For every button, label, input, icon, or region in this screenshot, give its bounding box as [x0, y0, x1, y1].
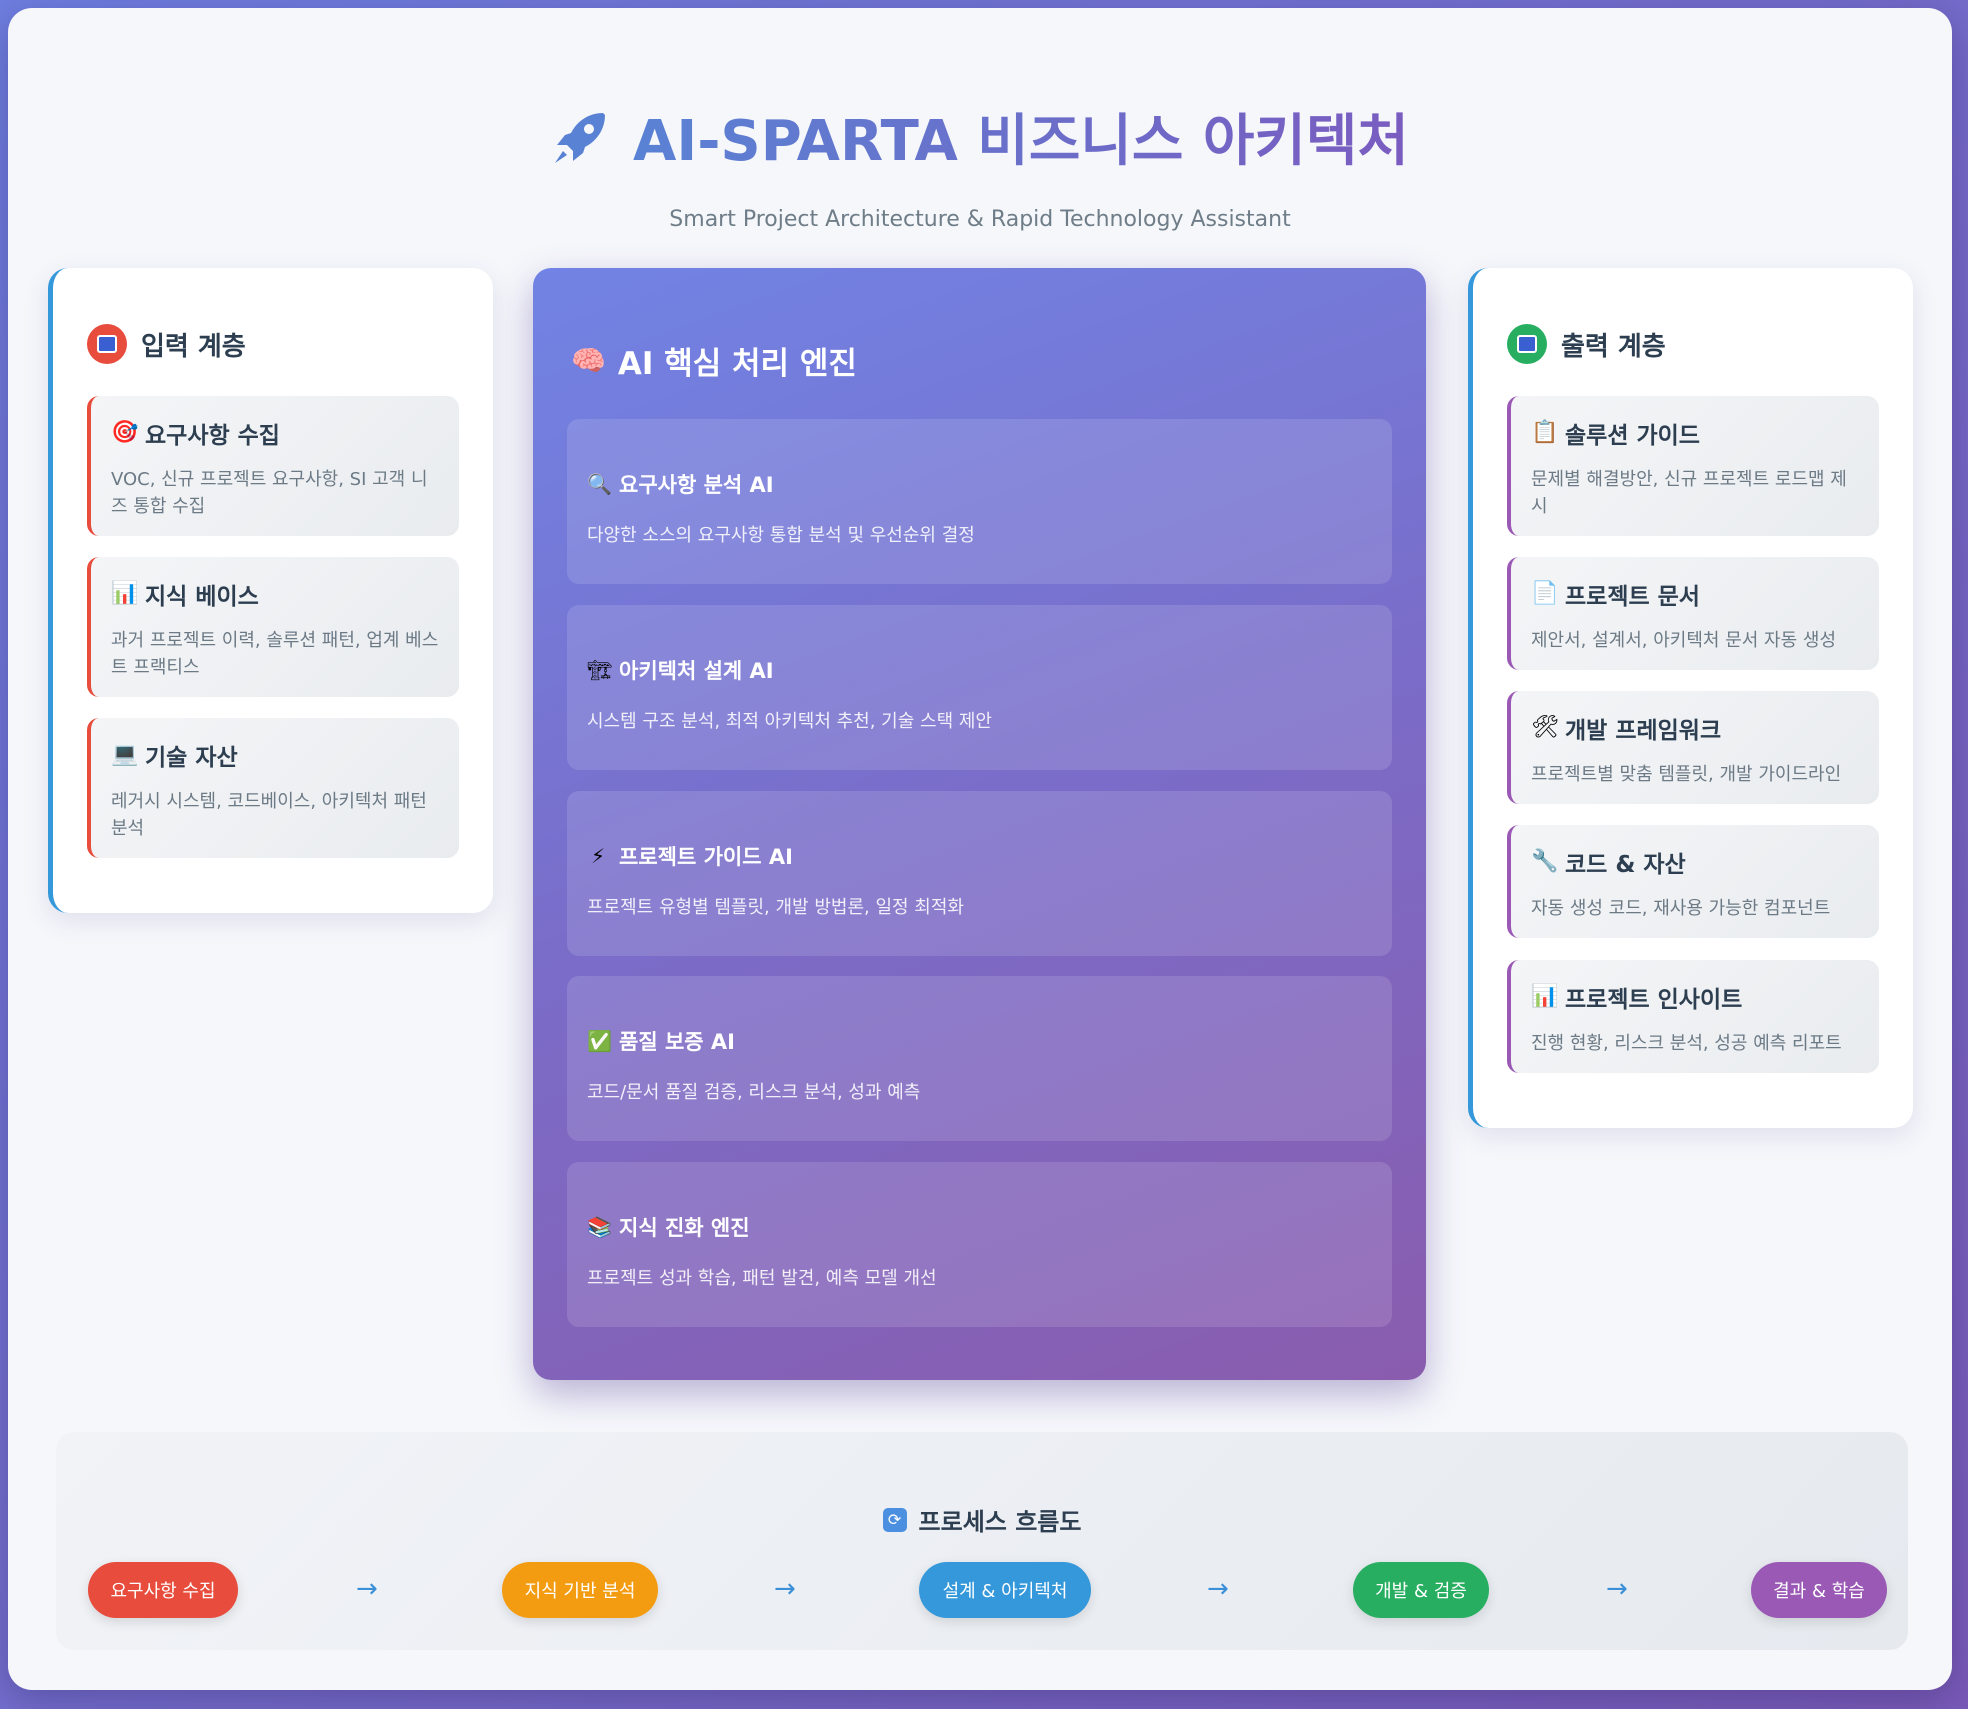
- bar-chart-icon: 📊: [111, 581, 139, 606]
- input-card-requirements[interactable]: 🎯 요구사항 수집 VOC, 신규 프로젝트 요구사항, SI 고객 니즈 통합…: [87, 396, 459, 536]
- card-title: 프로젝트 문서: [1565, 584, 1700, 610]
- main-container: AI-SPARTA 비즈니스 아키텍처 Smart Project Archit…: [8, 8, 1952, 1690]
- check-icon: ✅: [587, 1029, 612, 1053]
- card-description: 레거시 시스템, 코드베이스, 아키텍처 패턴 분석: [111, 791, 427, 839]
- process-step-2[interactable]: 지식 기반 분석: [502, 1562, 658, 1618]
- inbox-icon: [87, 324, 127, 364]
- construction-icon: 🏗: [587, 658, 613, 682]
- input-layer-title: 입력 계층: [141, 331, 246, 362]
- process-step-5[interactable]: 결과 & 학습: [1751, 1562, 1887, 1618]
- lightning-icon: ⚡: [590, 844, 606, 868]
- output-layer-title: 출력 계층: [1561, 331, 1666, 362]
- tools-icon: 🛠: [1531, 715, 1559, 740]
- engine-card-knowledge-evolution[interactable]: 📚 지식 진화 엔진 프로젝트 성과 학습, 패턴 발견, 예측 모델 개선: [567, 1162, 1392, 1327]
- input-card-tech-assets[interactable]: 💻 기술 자산 레거시 시스템, 코드베이스, 아키텍처 패턴 분석: [87, 718, 459, 858]
- engine-card-title: 프로젝트 가이드 AI: [619, 845, 793, 869]
- input-card-knowledge-base[interactable]: 📊 지식 베이스 과거 프로젝트 이력, 솔루션 패턴, 업계 베스트 프랙티스: [87, 557, 459, 697]
- card-title: 프로젝트 인사이트: [1565, 987, 1743, 1013]
- books-icon: 📚: [587, 1215, 612, 1239]
- engine-card-description: 다양한 소스의 요구사항 통합 분석 및 우선순위 결정: [587, 525, 975, 546]
- input-layer-panel: 입력 계층 🎯 요구사항 수집 VOC, 신규 프로젝트 요구사항, SI 고객…: [48, 268, 493, 913]
- page-title: AI-SPARTA 비즈니스 아키텍처: [633, 96, 1409, 177]
- arrow-right-icon: →: [356, 1574, 378, 1604]
- page-subtitle: Smart Project Architecture & Rapid Techn…: [669, 207, 1291, 232]
- process-flow-section: ⟳ 프로세스 흐름도 요구사항 수집 → 지식 기반 분석 → 설계 & 아키텍…: [56, 1432, 1908, 1650]
- engine-card-title: 요구사항 분석 AI: [619, 473, 774, 497]
- card-description: 문제별 해결방안, 신규 프로젝트 로드맵 제시: [1531, 469, 1847, 517]
- card-description: 제안서, 설계서, 아키텍처 문서 자동 생성: [1531, 630, 1837, 651]
- card-title: 코드 & 자산: [1565, 852, 1686, 878]
- process-step-4[interactable]: 개발 & 검증: [1353, 1562, 1489, 1618]
- engine-card-project-guide-ai[interactable]: ⚡ 프로젝트 가이드 AI 프로젝트 유형별 템플릿, 개발 방법론, 일정 최…: [567, 791, 1392, 956]
- output-card-project-docs[interactable]: 📄 프로젝트 문서 제안서, 설계서, 아키텍처 문서 자동 생성: [1507, 557, 1879, 670]
- engine-card-title: 품질 보증 AI: [619, 1030, 735, 1054]
- document-icon: 📄: [1531, 581, 1559, 606]
- engine-card-description: 시스템 구조 분석, 최적 아키텍처 추천, 기술 스택 제안: [587, 711, 992, 732]
- output-layer-panel: 출력 계층 📋 솔루션 가이드 문제별 해결방안, 신규 프로젝트 로드맵 제시…: [1468, 268, 1913, 1128]
- process-flow-title: 프로세스 흐름도: [918, 1508, 1082, 1536]
- wrench-icon: 🔧: [1531, 849, 1559, 874]
- refresh-icon: ⟳: [882, 1507, 907, 1532]
- ai-engine-panel: 🧠 AI 핵심 처리 엔진 🔍 요구사항 분석 AI 다양한 소스의 요구사항 …: [533, 268, 1426, 1380]
- engine-card-title: 아키텍처 설계 AI: [619, 659, 774, 683]
- process-step-1[interactable]: 요구사항 수집: [88, 1562, 238, 1618]
- card-title: 기술 자산: [145, 745, 238, 771]
- engine-card-description: 코드/문서 품질 검증, 리스크 분석, 성과 예측: [587, 1082, 921, 1103]
- arrow-right-icon: →: [774, 1574, 796, 1604]
- card-title: 지식 베이스: [145, 584, 259, 610]
- brain-icon: 🧠: [571, 344, 606, 377]
- output-card-project-insights[interactable]: 📊 프로젝트 인사이트 진행 현황, 리스크 분석, 성공 예측 리포트: [1507, 960, 1879, 1073]
- rocket-icon: [555, 112, 606, 163]
- target-icon: 🎯: [111, 420, 139, 445]
- engine-card-architecture-ai[interactable]: 🏗 아키텍처 설계 AI 시스템 구조 분석, 최적 아키텍처 추천, 기술 스…: [567, 605, 1392, 770]
- card-description: 과거 프로젝트 이력, 솔루션 패턴, 업계 베스트 프랙티스: [111, 630, 439, 678]
- clipboard-icon: 📋: [1531, 420, 1559, 445]
- output-card-code-assets[interactable]: 🔧 코드 & 자산 자동 생성 코드, 재사용 가능한 컴포넌트: [1507, 825, 1879, 938]
- process-step-3[interactable]: 설계 & 아키텍처: [919, 1562, 1091, 1618]
- magnifier-icon: 🔍: [587, 472, 612, 496]
- arrow-right-icon: →: [1207, 1574, 1229, 1604]
- card-description: VOC, 신규 프로젝트 요구사항, SI 고객 니즈 통합 수집: [111, 469, 428, 517]
- bar-chart-icon: 📊: [1531, 984, 1559, 1009]
- card-description: 진행 현황, 리스크 분석, 성공 예측 리포트: [1531, 1033, 1842, 1054]
- output-card-solution-guide[interactable]: 📋 솔루션 가이드 문제별 해결방안, 신규 프로젝트 로드맵 제시: [1507, 396, 1879, 536]
- card-description: 자동 생성 코드, 재사용 가능한 컴포넌트: [1531, 898, 1831, 919]
- page-header: AI-SPARTA 비즈니스 아키텍처 Smart Project Archit…: [8, 96, 1952, 232]
- card-description: 프로젝트별 맞춤 템플릿, 개발 가이드라인: [1531, 764, 1842, 785]
- engine-card-description: 프로젝트 유형별 템플릿, 개발 방법론, 일정 최적화: [587, 897, 964, 918]
- engine-card-requirements-ai[interactable]: 🔍 요구사항 분석 AI 다양한 소스의 요구사항 통합 분석 및 우선순위 결…: [567, 419, 1392, 584]
- engine-card-description: 프로젝트 성과 학습, 패턴 발견, 예측 모델 개선: [587, 1268, 937, 1289]
- card-title: 개발 프레임워크: [1565, 718, 1722, 744]
- laptop-icon: 💻: [111, 742, 139, 767]
- outbox-icon: [1507, 324, 1547, 364]
- card-title: 솔루션 가이드: [1565, 423, 1700, 449]
- engine-card-quality-ai[interactable]: ✅ 품질 보증 AI 코드/문서 품질 검증, 리스크 분석, 성과 예측: [567, 976, 1392, 1141]
- engine-title: AI 핵심 처리 엔진: [617, 346, 857, 382]
- output-card-dev-framework[interactable]: 🛠 개발 프레임워크 프로젝트별 맞춤 템플릿, 개발 가이드라인: [1507, 691, 1879, 804]
- card-title: 요구사항 수집: [145, 423, 280, 449]
- arrow-right-icon: →: [1606, 1574, 1628, 1604]
- engine-card-title: 지식 진화 엔진: [619, 1216, 750, 1240]
